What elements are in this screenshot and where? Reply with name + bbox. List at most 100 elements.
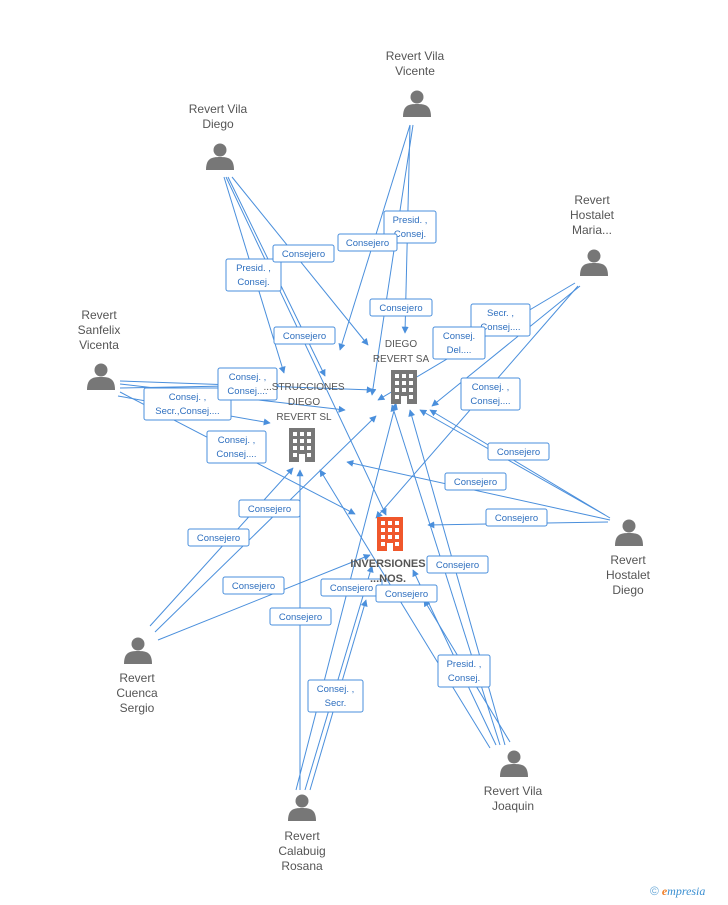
relation-box[interactable]: Consejero <box>238 499 301 518</box>
relation-box[interactable]: Consejero <box>487 442 550 461</box>
person-label: Cuenca <box>116 686 158 700</box>
relation-label: Secr.,Consej.... <box>155 406 219 417</box>
company-label: ...STRUCCIONES <box>263 382 344 393</box>
edge-17 <box>419 409 606 516</box>
relation-label: Consejero <box>232 581 275 592</box>
relation-box[interactable]: Consej. ,Secr.,Consej.... <box>143 387 232 421</box>
relation-box-frame <box>273 326 336 345</box>
relation-label: Consejero <box>282 249 325 260</box>
person-node-maria[interactable]: RevertHostaletMaria... <box>570 193 615 276</box>
relation-box[interactable]: Consejero <box>444 472 507 491</box>
person-label: Hostalet <box>570 208 615 222</box>
relation-box[interactable]: Consejero <box>426 555 489 574</box>
relation-box[interactable]: Consejero <box>485 508 548 527</box>
edge-18 <box>429 409 611 519</box>
relation-box-frame <box>238 499 301 518</box>
relation-box[interactable]: Consejero <box>337 233 398 252</box>
relation-label: Secr. , <box>487 308 514 319</box>
person-icon <box>500 750 528 777</box>
relation-label: Consej. <box>394 229 426 240</box>
empresia-logo[interactable]: ©empresia <box>650 884 706 898</box>
relation-box-frame <box>437 654 491 688</box>
person-label: Revert Vila <box>189 102 248 116</box>
person-label: Revert Vila <box>484 784 543 798</box>
relation-label: Presid. , <box>447 659 482 670</box>
edge-21 <box>157 554 371 641</box>
relation-label: Consejero <box>379 303 422 314</box>
person-icon <box>87 363 115 390</box>
edge-23 <box>390 404 501 746</box>
relation-label: Consej.... <box>470 396 510 407</box>
relation-box[interactable]: Consej. ,Consej.... <box>217 367 278 401</box>
relation-box-frame <box>307 679 364 713</box>
company-label: REVERT SL <box>276 412 332 423</box>
person-label: Diego <box>202 117 234 131</box>
copyright-icon: © <box>650 884 659 898</box>
person-label: Vicenta <box>79 338 119 352</box>
building-icon <box>391 370 417 404</box>
relation-box-frame <box>460 377 521 411</box>
person-label: Joaquin <box>492 799 534 813</box>
relation-box[interactable]: Consej.Del.... <box>432 326 486 360</box>
relation-box-frame <box>470 303 531 337</box>
relation-box[interactable]: Consejero <box>187 528 250 547</box>
person-label: Maria... <box>572 223 612 237</box>
edge-15 <box>346 459 611 521</box>
edge-27 <box>304 565 374 791</box>
person-label: Diego <box>612 583 644 597</box>
relation-label: Consejero <box>454 477 497 488</box>
company-node-inversiones[interactable]: INVERSIONES...NOS. <box>350 517 426 585</box>
company-label: DIEGO <box>385 339 417 350</box>
relation-box-frame <box>369 298 433 317</box>
relation-label: Consej. , <box>317 684 355 695</box>
relation-box-frame <box>487 442 550 461</box>
person-label: Rosana <box>281 859 323 873</box>
person-label: Revert Vila <box>386 49 445 63</box>
relation-label: Consejero <box>346 238 389 249</box>
person-label: Calabuig <box>278 844 325 858</box>
person-label: Vicente <box>395 64 435 78</box>
relation-box-frame <box>225 258 282 292</box>
relation-box[interactable]: Consej. , Secr. <box>307 679 364 713</box>
relation-label: Presid. , <box>393 215 428 226</box>
relation-box[interactable]: Consejero <box>272 244 335 263</box>
edge-8 <box>431 285 581 407</box>
person-icon <box>124 637 152 664</box>
relation-box-frame <box>485 508 548 527</box>
relation-box[interactable]: Consejero <box>369 298 433 317</box>
person-label: Revert <box>574 193 610 207</box>
relation-box[interactable]: Consejero <box>269 607 332 626</box>
relation-label: Consej. <box>443 331 475 342</box>
relation-box[interactable]: Consej. ,Consej.... <box>460 377 521 411</box>
person-icon <box>615 519 643 546</box>
relation-label: Consejero <box>279 612 322 623</box>
relation-box[interactable]: Presid. ,Consej. <box>437 654 491 688</box>
relation-box-frame <box>187 528 250 547</box>
relation-box[interactable]: Consejero <box>273 326 336 345</box>
relation-label: Consej. <box>237 277 269 288</box>
person-label: Hostalet <box>606 568 651 582</box>
relation-box[interactable]: Consejero <box>222 576 285 595</box>
relation-box[interactable]: Consejero <box>375 584 438 603</box>
relation-box-frame <box>206 430 267 464</box>
relation-label: Secr. <box>325 698 347 709</box>
relation-box-frame <box>444 472 507 491</box>
relation-box[interactable]: Consej. ,Consej.... <box>206 430 267 464</box>
relation-label: Consejero <box>385 589 428 600</box>
relation-box[interactable]: Secr. ,Consej.... <box>470 303 531 337</box>
edge-25 <box>319 469 491 749</box>
relation-box[interactable]: Presid. ,Consej. <box>225 258 282 292</box>
relation-label: Consejero <box>495 513 538 524</box>
